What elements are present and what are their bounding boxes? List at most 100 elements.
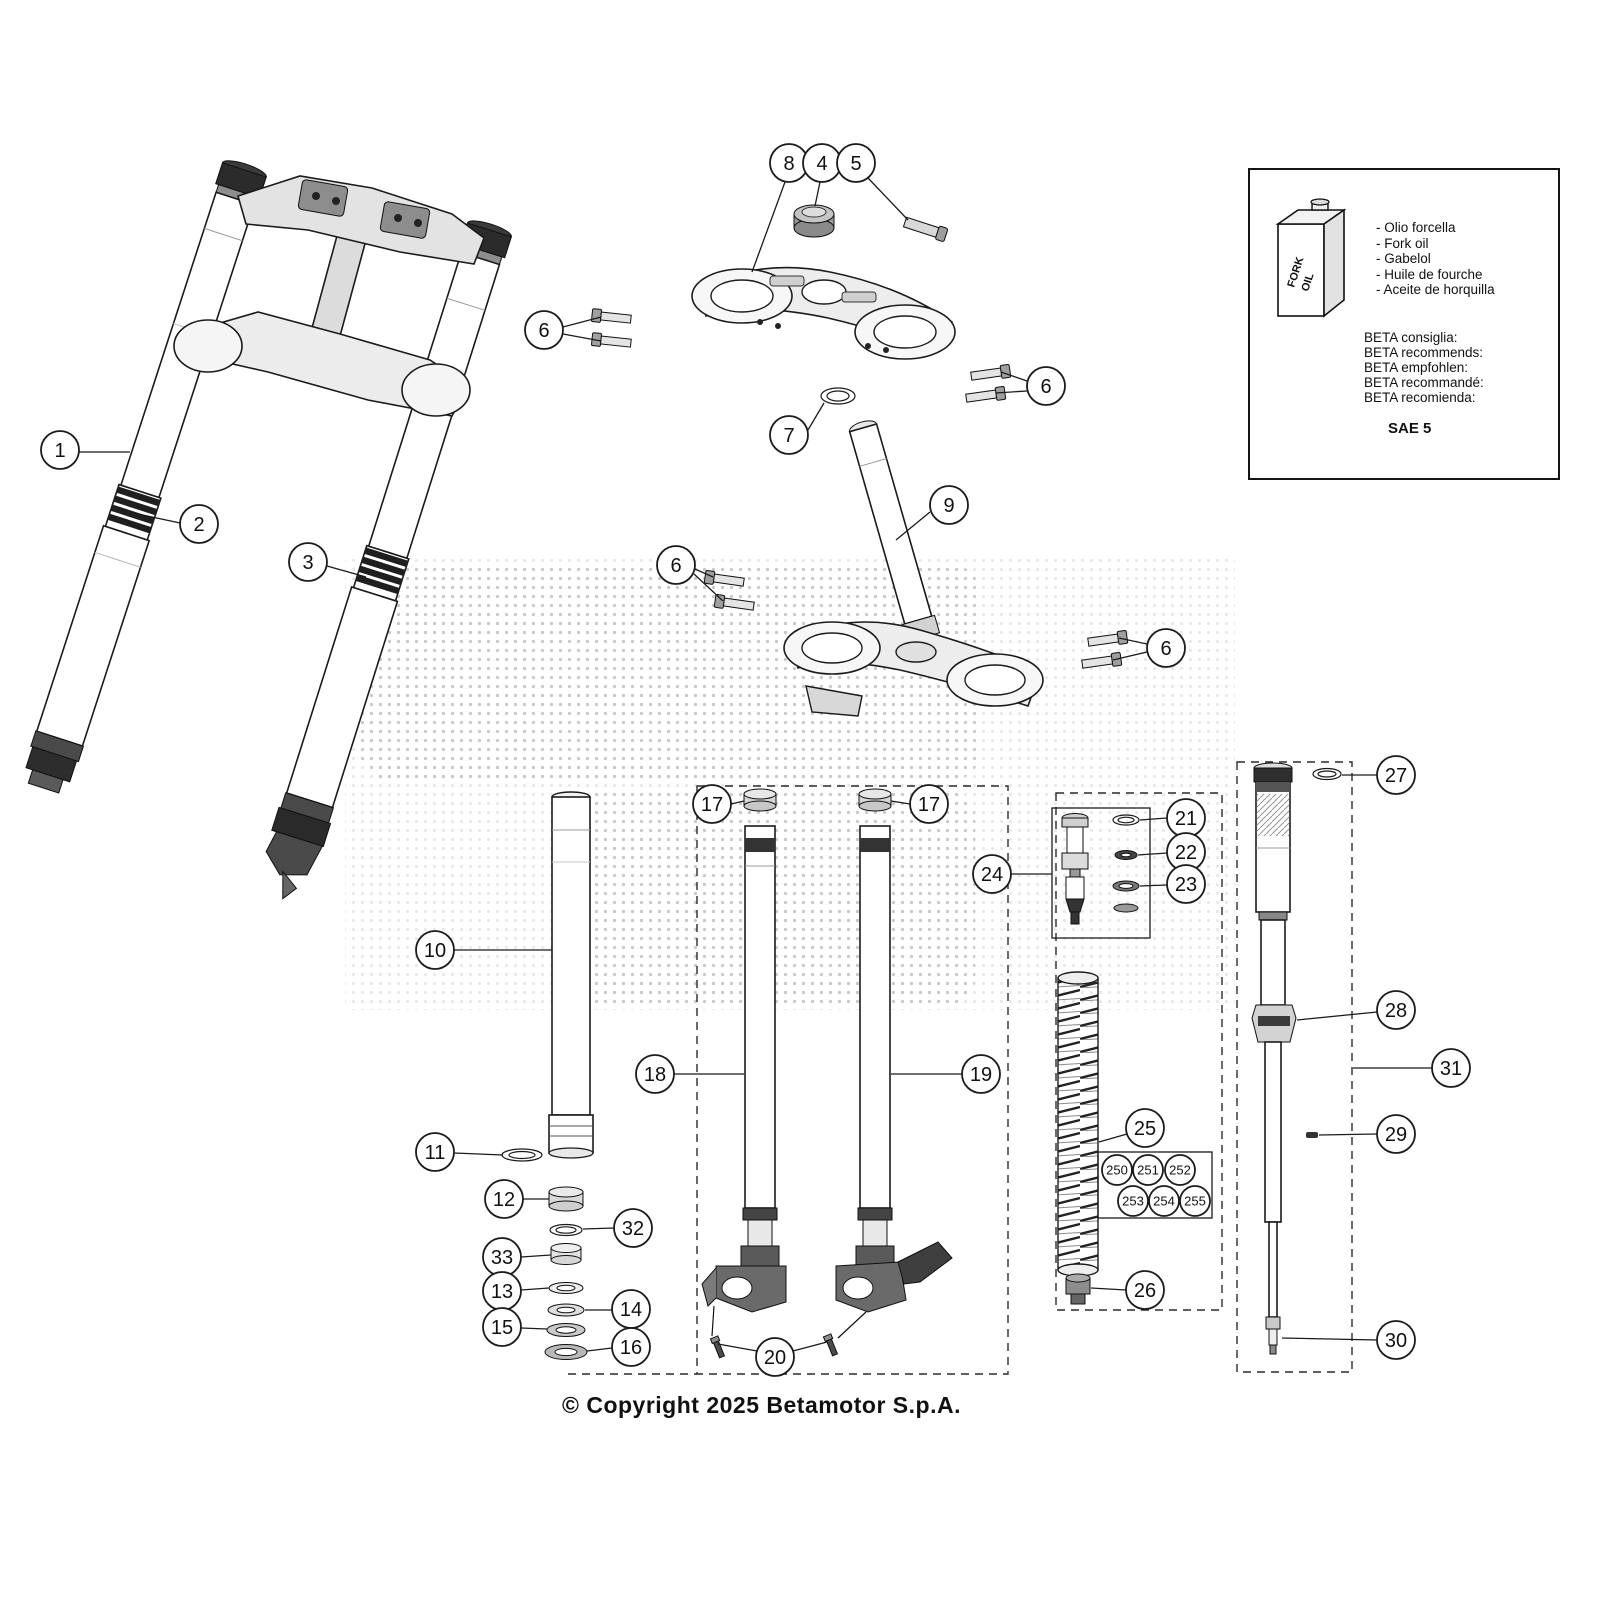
part-6-pinch-bolt — [965, 386, 1007, 403]
part-1-fork-leg-left — [25, 160, 267, 794]
callout-2[interactable]: 2 — [179, 504, 219, 544]
callout-252[interactable]: 252 — [1164, 1154, 1196, 1186]
callout-5[interactable]: 5 — [836, 143, 876, 183]
part-11-circlip — [501, 1148, 543, 1162]
svg-text:255: 255 — [1184, 1194, 1206, 1209]
callout-19[interactable]: 19 — [961, 1054, 1001, 1094]
svg-text:1: 1 — [54, 440, 65, 462]
callout-251[interactable]: 251 — [1132, 1154, 1164, 1186]
callout-23[interactable]: 23 — [1166, 864, 1206, 904]
info-line: BETA recommends: — [1364, 345, 1484, 360]
callout-12[interactable]: 12 — [484, 1179, 524, 1219]
callout-22[interactable]: 22 — [1166, 832, 1206, 872]
part-29-pin — [1306, 1132, 1318, 1138]
info-line: - Huile de fourche — [1376, 266, 1483, 282]
callout-31[interactable]: 31 — [1431, 1048, 1471, 1088]
part-30-rod-end — [1265, 1316, 1281, 1355]
part-19-inner-tube-right — [835, 825, 953, 1339]
assembled-steering-stem — [311, 231, 367, 337]
svg-text:24: 24 — [981, 864, 1003, 886]
svg-text:13: 13 — [491, 1281, 513, 1303]
callout-18[interactable]: 18 — [635, 1054, 675, 1094]
part-21-o-ring — [1112, 814, 1140, 826]
callout-6[interactable]: 6 — [656, 545, 696, 585]
callout-250[interactable]: 250 — [1101, 1154, 1133, 1186]
callout-16[interactable]: 16 — [611, 1327, 651, 1367]
callout-17[interactable]: 17 — [909, 784, 949, 824]
callout-33[interactable]: 33 — [482, 1237, 522, 1277]
callout-3[interactable]: 3 — [288, 542, 328, 582]
callout-30[interactable]: 30 — [1376, 1320, 1416, 1360]
callout-leader-25 — [1098, 1133, 1128, 1143]
callout-15[interactable]: 15 — [482, 1307, 522, 1347]
callout-13[interactable]: 13 — [482, 1271, 522, 1311]
part-7-o-ring — [820, 387, 856, 405]
callout-28[interactable]: 28 — [1376, 990, 1416, 1030]
svg-text:29: 29 — [1385, 1124, 1407, 1146]
callout-6[interactable]: 6 — [524, 310, 564, 350]
part-14-washer — [547, 1303, 585, 1317]
callout-254[interactable]: 254 — [1148, 1185, 1180, 1217]
part-26-spring-seat — [1065, 1273, 1091, 1305]
info-line: - Fork oil — [1376, 235, 1429, 251]
callout-29[interactable]: 29 — [1376, 1114, 1416, 1154]
callout-8[interactable]: 8 — [769, 143, 809, 183]
callout-leader-30 — [1281, 1337, 1378, 1341]
callout-leader-6 — [693, 573, 724, 602]
callout-20[interactable]: 20 — [755, 1337, 795, 1377]
callout-27[interactable]: 27 — [1376, 755, 1416, 795]
callout-26[interactable]: 26 — [1125, 1270, 1165, 1310]
callout-11[interactable]: 11 — [415, 1132, 455, 1172]
callout-6[interactable]: 6 — [1026, 366, 1066, 406]
part-6-pinch-bolt — [591, 332, 632, 348]
callout-14[interactable]: 14 — [611, 1289, 651, 1329]
svg-text:18: 18 — [644, 1064, 666, 1086]
svg-text:4: 4 — [816, 153, 827, 175]
part-6-pinch-bolt — [591, 308, 632, 324]
info-line: BETA recomienda: — [1364, 390, 1476, 405]
callout-7[interactable]: 7 — [769, 415, 809, 455]
svg-text:6: 6 — [538, 320, 549, 342]
part-27-o-ring — [1312, 767, 1342, 781]
axle-clamp-right — [265, 792, 335, 900]
callout-253[interactable]: 253 — [1117, 1185, 1149, 1217]
callout-leader-2 — [137, 513, 181, 524]
axle-clamp-left — [25, 730, 84, 794]
callout-24[interactable]: 24 — [972, 854, 1012, 894]
callout-leader-5 — [867, 177, 909, 221]
part-15-oil-seal — [546, 1323, 586, 1337]
callout-4[interactable]: 4 — [802, 143, 842, 183]
info-line: BETA recommandé: — [1364, 375, 1484, 390]
svg-text:10: 10 — [424, 940, 446, 962]
callout-leader-11 — [453, 1152, 504, 1156]
callout-21[interactable]: 21 — [1166, 798, 1206, 838]
callout-1[interactable]: 1 — [40, 430, 80, 470]
part-24-cartridge-valve — [1061, 813, 1089, 925]
beta-recommendation-list: BETA consiglia:BETA recommends:BETA empf… — [1364, 330, 1484, 405]
callout-leader-20 — [792, 1341, 828, 1352]
svg-text:26: 26 — [1134, 1280, 1156, 1302]
callout-leader-4 — [814, 181, 821, 207]
callout-leader-16 — [586, 1347, 613, 1352]
callout-leader-21 — [1139, 817, 1168, 821]
part-22-ring — [1114, 850, 1138, 860]
callout-25[interactable]: 25 — [1125, 1108, 1165, 1148]
info-line: BETA consiglia: — [1364, 330, 1458, 345]
callout-32[interactable]: 32 — [613, 1208, 653, 1248]
info-line: BETA empfohlen: — [1364, 360, 1469, 375]
part-6-pinch-bolt — [713, 594, 755, 611]
callout-17[interactable]: 17 — [692, 784, 732, 824]
callout-10[interactable]: 10 — [415, 930, 455, 970]
callout-9[interactable]: 9 — [929, 485, 969, 525]
part-8-upper-triple-clamp — [691, 266, 956, 360]
callout-6[interactable]: 6 — [1146, 628, 1186, 668]
callout-255[interactable]: 255 — [1179, 1185, 1211, 1217]
callout-leader-17 — [890, 800, 911, 805]
dashed-box-spring-cartridge — [1055, 792, 1223, 1311]
fork-oil-bottle: FORK OIL — [1272, 196, 1356, 343]
part-23-o-ring — [1112, 880, 1140, 892]
svg-text:22: 22 — [1175, 842, 1197, 864]
assembled-fork — [25, 160, 512, 900]
